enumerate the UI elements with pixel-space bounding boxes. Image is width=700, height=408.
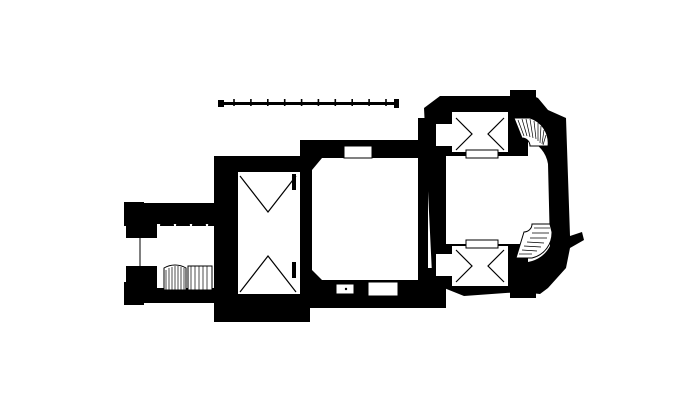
narthex-pier-s [292, 262, 296, 278]
west-stair [163, 264, 213, 291]
nave-room [312, 158, 434, 280]
south-chapel-vault-w [455, 249, 473, 283]
scale-bar-end-left [218, 100, 224, 107]
west-stair-treads [165, 266, 185, 290]
west-porch-doorway [126, 238, 158, 266]
narthex [214, 156, 312, 322]
north-apse-stair-treads [517, 118, 547, 146]
north-chapel [436, 112, 508, 159]
south-chapel-vault-e [487, 249, 505, 283]
east-end [424, 90, 584, 298]
scale-bar [218, 99, 399, 108]
narthex-vault-south [239, 255, 297, 293]
west-porch-buttress-nw [124, 202, 144, 226]
north-chapel-south-step [465, 149, 499, 159]
nave-south-window [367, 281, 399, 297]
south-apse-stair-outline [515, 223, 553, 259]
nave-door-marker [344, 287, 348, 291]
south-apse-stair-treads [519, 227, 550, 255]
narthex-pier-n [292, 174, 296, 190]
east-buttress-n [510, 90, 536, 104]
south-apse-stair [515, 223, 553, 259]
west-stair-landing [187, 265, 213, 291]
narthex-room [238, 172, 300, 294]
north-chapel-vault-e [487, 117, 505, 151]
scale-bar-end-right [394, 99, 399, 108]
west-stair-landing-treads [190, 266, 208, 290]
north-chapel-west-door [436, 124, 452, 146]
north-apse-stair [513, 117, 549, 147]
south-chapel [436, 239, 508, 286]
west-porch-buttress-sw [124, 282, 144, 305]
south-chapel-room [452, 246, 508, 286]
north-apse-stair-outline [513, 117, 549, 147]
narthex-vault-north [239, 175, 297, 213]
south-chapel-north-step [465, 239, 499, 249]
north-chapel-vault-w [455, 117, 473, 151]
nave-north-window [343, 145, 373, 159]
east-buttress-s [510, 284, 536, 298]
south-chapel-west-door [436, 254, 452, 276]
